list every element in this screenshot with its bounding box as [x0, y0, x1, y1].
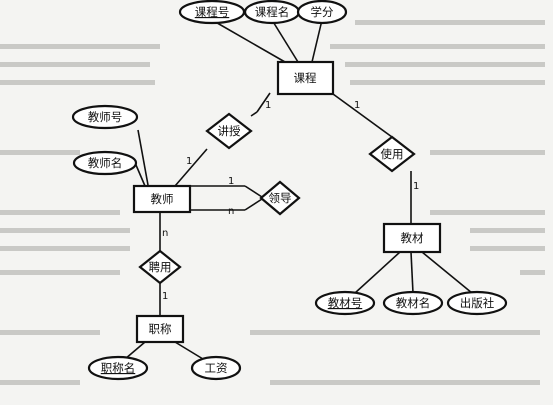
card-uses-textbook: 1 — [413, 181, 419, 192]
relationship-teaches-label: 讲授 — [218, 124, 241, 138]
attribute-textbook-name: 教材名 — [382, 290, 444, 316]
cardinalities: 1 1 1 1 1 n n 1 — [162, 100, 419, 302]
relationship-uses-label: 使用 — [381, 147, 404, 161]
relationship-employs-label: 聘用 — [149, 260, 172, 274]
relationship-uses: 使用 — [368, 135, 416, 173]
attribute-credit: 学分 — [296, 0, 348, 25]
background-text — [0, 20, 545, 385]
edges — [124, 19, 473, 360]
attribute-course-name: 课程名 — [243, 0, 301, 25]
relationship-employs: 聘用 — [138, 249, 182, 285]
edge-course-teaches — [256, 92, 271, 113]
attribute-course-name-label: 课程名 — [255, 5, 290, 19]
attribute-publisher: 出版社 — [446, 290, 508, 316]
relationship-teaches: 讲授 — [205, 112, 253, 150]
edge-course-name — [271, 19, 299, 63]
attribute-publisher-label: 出版社 — [460, 296, 495, 310]
entity-title-label: 职称 — [149, 322, 172, 336]
card-teaches-course: 1 — [265, 100, 271, 111]
attribute-course-no-label: 课程号 — [195, 5, 230, 19]
edge-teaches-teacher — [174, 148, 208, 187]
edge-course-no — [211, 19, 286, 63]
attribute-title-name: 职称名 — [87, 355, 149, 381]
card-uses-course: 1 — [354, 100, 360, 111]
attribute-textbook-no-label: 教材号 — [328, 296, 363, 310]
card-employs-teacher: n — [162, 228, 168, 239]
edge-teacher-name — [135, 164, 146, 187]
edge-publisher — [421, 251, 473, 294]
entity-title: 职称 — [135, 314, 185, 344]
entity-course-label: 课程 — [294, 71, 317, 85]
card-teaches-teacher: 1 — [186, 156, 192, 167]
edge-course-teaches-b — [250, 111, 258, 117]
attribute-teacher-no: 教师号 — [71, 104, 139, 130]
attribute-salary-label: 工资 — [205, 361, 228, 375]
attribute-credit-label: 学分 — [311, 5, 334, 19]
entity-textbook: 教材 — [382, 222, 442, 254]
edge-salary — [174, 341, 204, 360]
edge-leads-top-b — [244, 185, 263, 198]
edge-course-uses — [332, 93, 393, 138]
card-leads-one: 1 — [228, 176, 234, 187]
edge-leads-bottom-b — [244, 198, 263, 211]
attribute-textbook-name-label: 教材名 — [396, 296, 431, 310]
attribute-course-no: 课程号 — [178, 0, 246, 25]
entity-textbook-label: 教材 — [401, 231, 424, 245]
edge-teacher-no — [137, 129, 149, 186]
card-leads-many: n — [228, 206, 234, 217]
attribute-title-name-label: 职称名 — [101, 361, 136, 375]
relationship-leads: 领导 — [259, 180, 301, 216]
card-employs-title: 1 — [162, 291, 168, 302]
entity-teacher: 教师 — [132, 184, 192, 214]
entity-course: 课程 — [276, 60, 335, 96]
edge-title-name — [124, 341, 146, 360]
attribute-textbook-no: 教材号 — [314, 290, 376, 316]
attribute-teacher-no-label: 教师号 — [88, 110, 123, 124]
attribute-teacher-name-label: 教师名 — [88, 156, 123, 170]
edge-textbook-no — [354, 251, 401, 294]
entity-teacher-label: 教师 — [151, 192, 174, 206]
edge-textbook-name — [410, 251, 414, 294]
relationship-leads-label: 领导 — [269, 191, 292, 205]
edge-credit — [311, 19, 323, 63]
attribute-salary: 工资 — [190, 355, 242, 381]
attribute-teacher-name: 教师名 — [72, 150, 138, 176]
